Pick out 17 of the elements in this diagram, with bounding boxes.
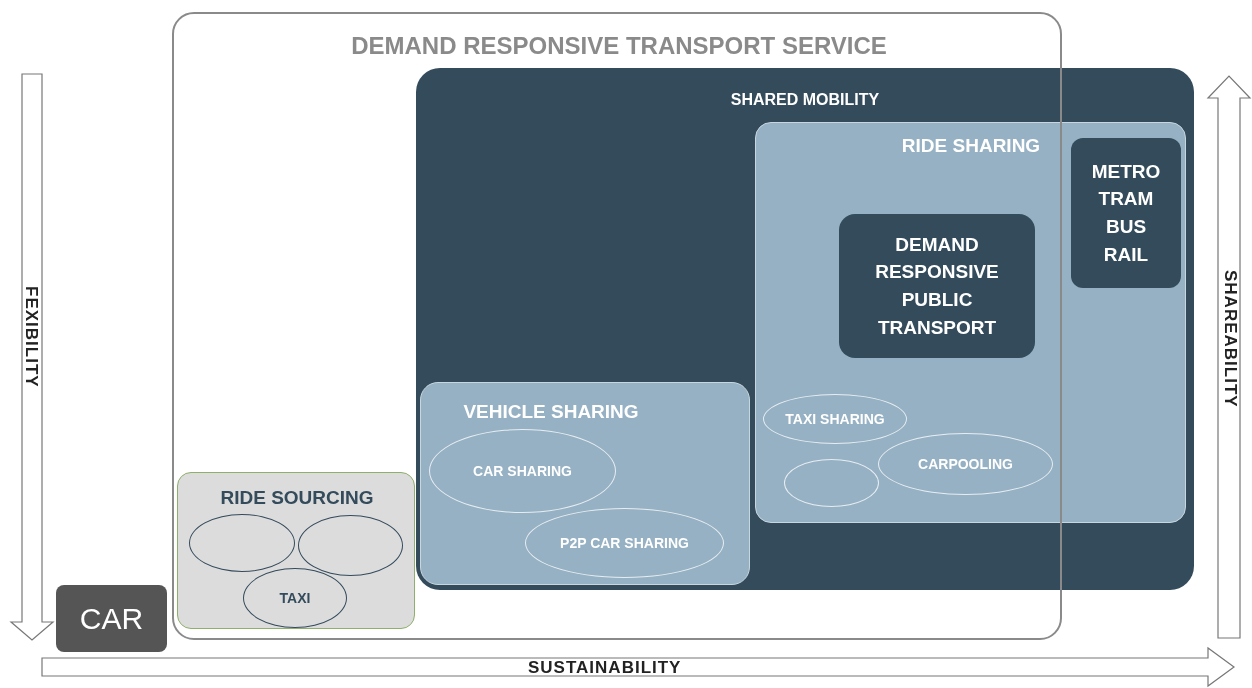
rounded-box: DEMAND RESPONSIVE PUBLIC TRANSPORT <box>839 214 1035 358</box>
group-title: SHARED MOBILITY <box>729 90 881 110</box>
axis-label: SHAREABILITY <box>1220 270 1240 408</box>
group-title: VEHICLE SHARING <box>462 401 640 424</box>
group-panel <box>416 68 1194 590</box>
group-panel <box>172 12 1062 640</box>
group-panel <box>420 382 750 585</box>
rounded-box: METRO TRAM BUS RAIL <box>1071 138 1181 288</box>
group-title: RIDE SOURCING <box>219 487 375 510</box>
rounded-box: CAR <box>56 585 167 652</box>
oval-node <box>784 459 879 507</box>
axis-label: FEXIBILITY <box>21 286 41 388</box>
axis-label: SUSTAINABILITY <box>528 658 682 678</box>
group-panel <box>177 472 415 629</box>
group-title: DEMAND RESPONSIVE TRANSPORT SERVICE <box>350 32 888 61</box>
group-title: RIDE SHARING <box>900 135 1042 158</box>
oval-node <box>298 515 403 576</box>
